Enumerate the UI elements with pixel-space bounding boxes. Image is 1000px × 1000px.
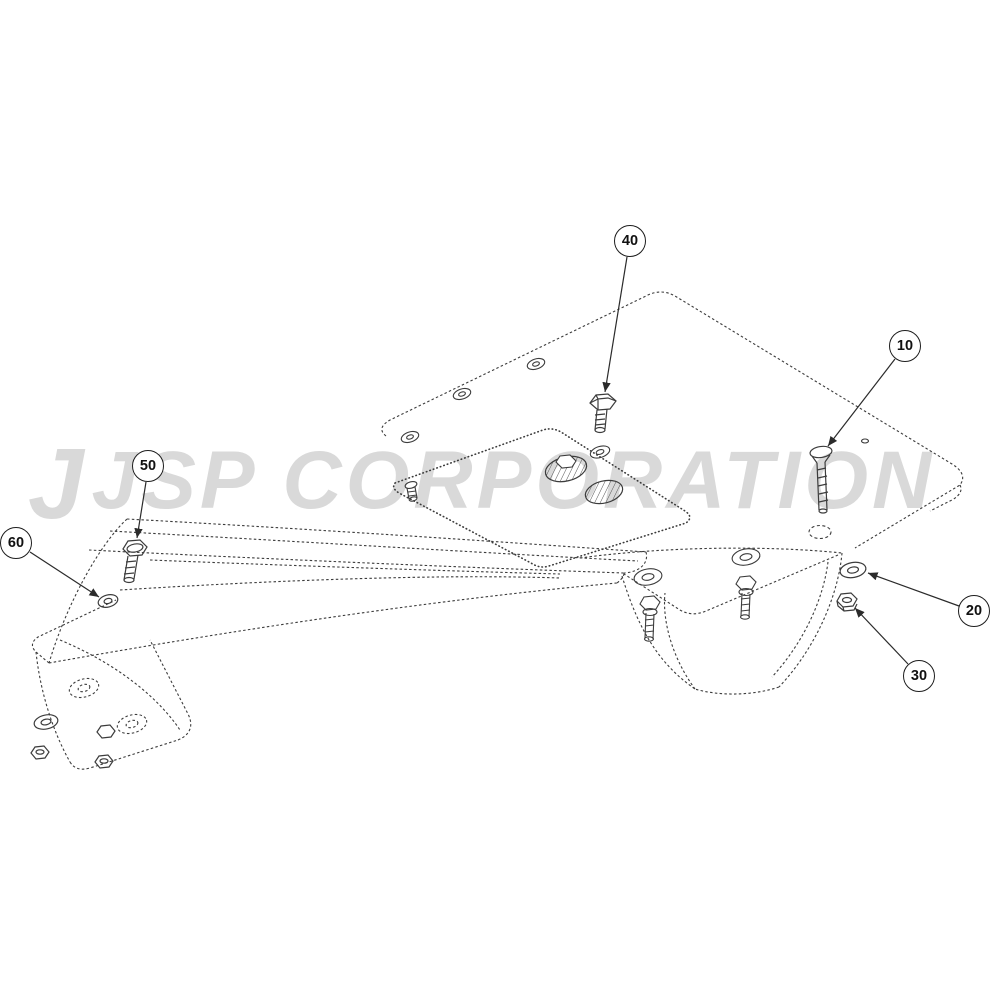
watermark: J JSP CORPORATION: [28, 434, 935, 534]
plate-holes: [400, 357, 870, 540]
callout-20: 20: [958, 595, 990, 627]
lower-bracket: [579, 547, 843, 695]
callout-10: 10: [889, 330, 921, 362]
bracket-nut: [555, 454, 577, 469]
hex-bolt-50: [122, 539, 148, 584]
mounting-bracket-plate: [392, 428, 691, 568]
top-plate: [381, 291, 964, 615]
leader-lines: [29, 256, 960, 665]
callout-50: 50: [132, 450, 164, 482]
washer-20: [839, 561, 867, 579]
washer-60: [97, 594, 119, 608]
callout-30: 30: [903, 660, 935, 692]
bracket-grommets: [544, 455, 624, 505]
callout-60: 60: [0, 527, 32, 559]
callout-40: 40: [614, 225, 646, 257]
watermark-logo: J: [28, 428, 84, 540]
flat-screw-10: [809, 445, 833, 514]
lower-bracket-fasteners: [633, 548, 761, 642]
support-arm: [31, 518, 648, 770]
hex-nut-30: [836, 592, 858, 612]
foot-fasteners: [30, 714, 116, 769]
watermark-text: JSP CORPORATION: [91, 435, 936, 526]
bracket-stud: [404, 480, 418, 502]
hex-bolt-40: [589, 393, 617, 434]
